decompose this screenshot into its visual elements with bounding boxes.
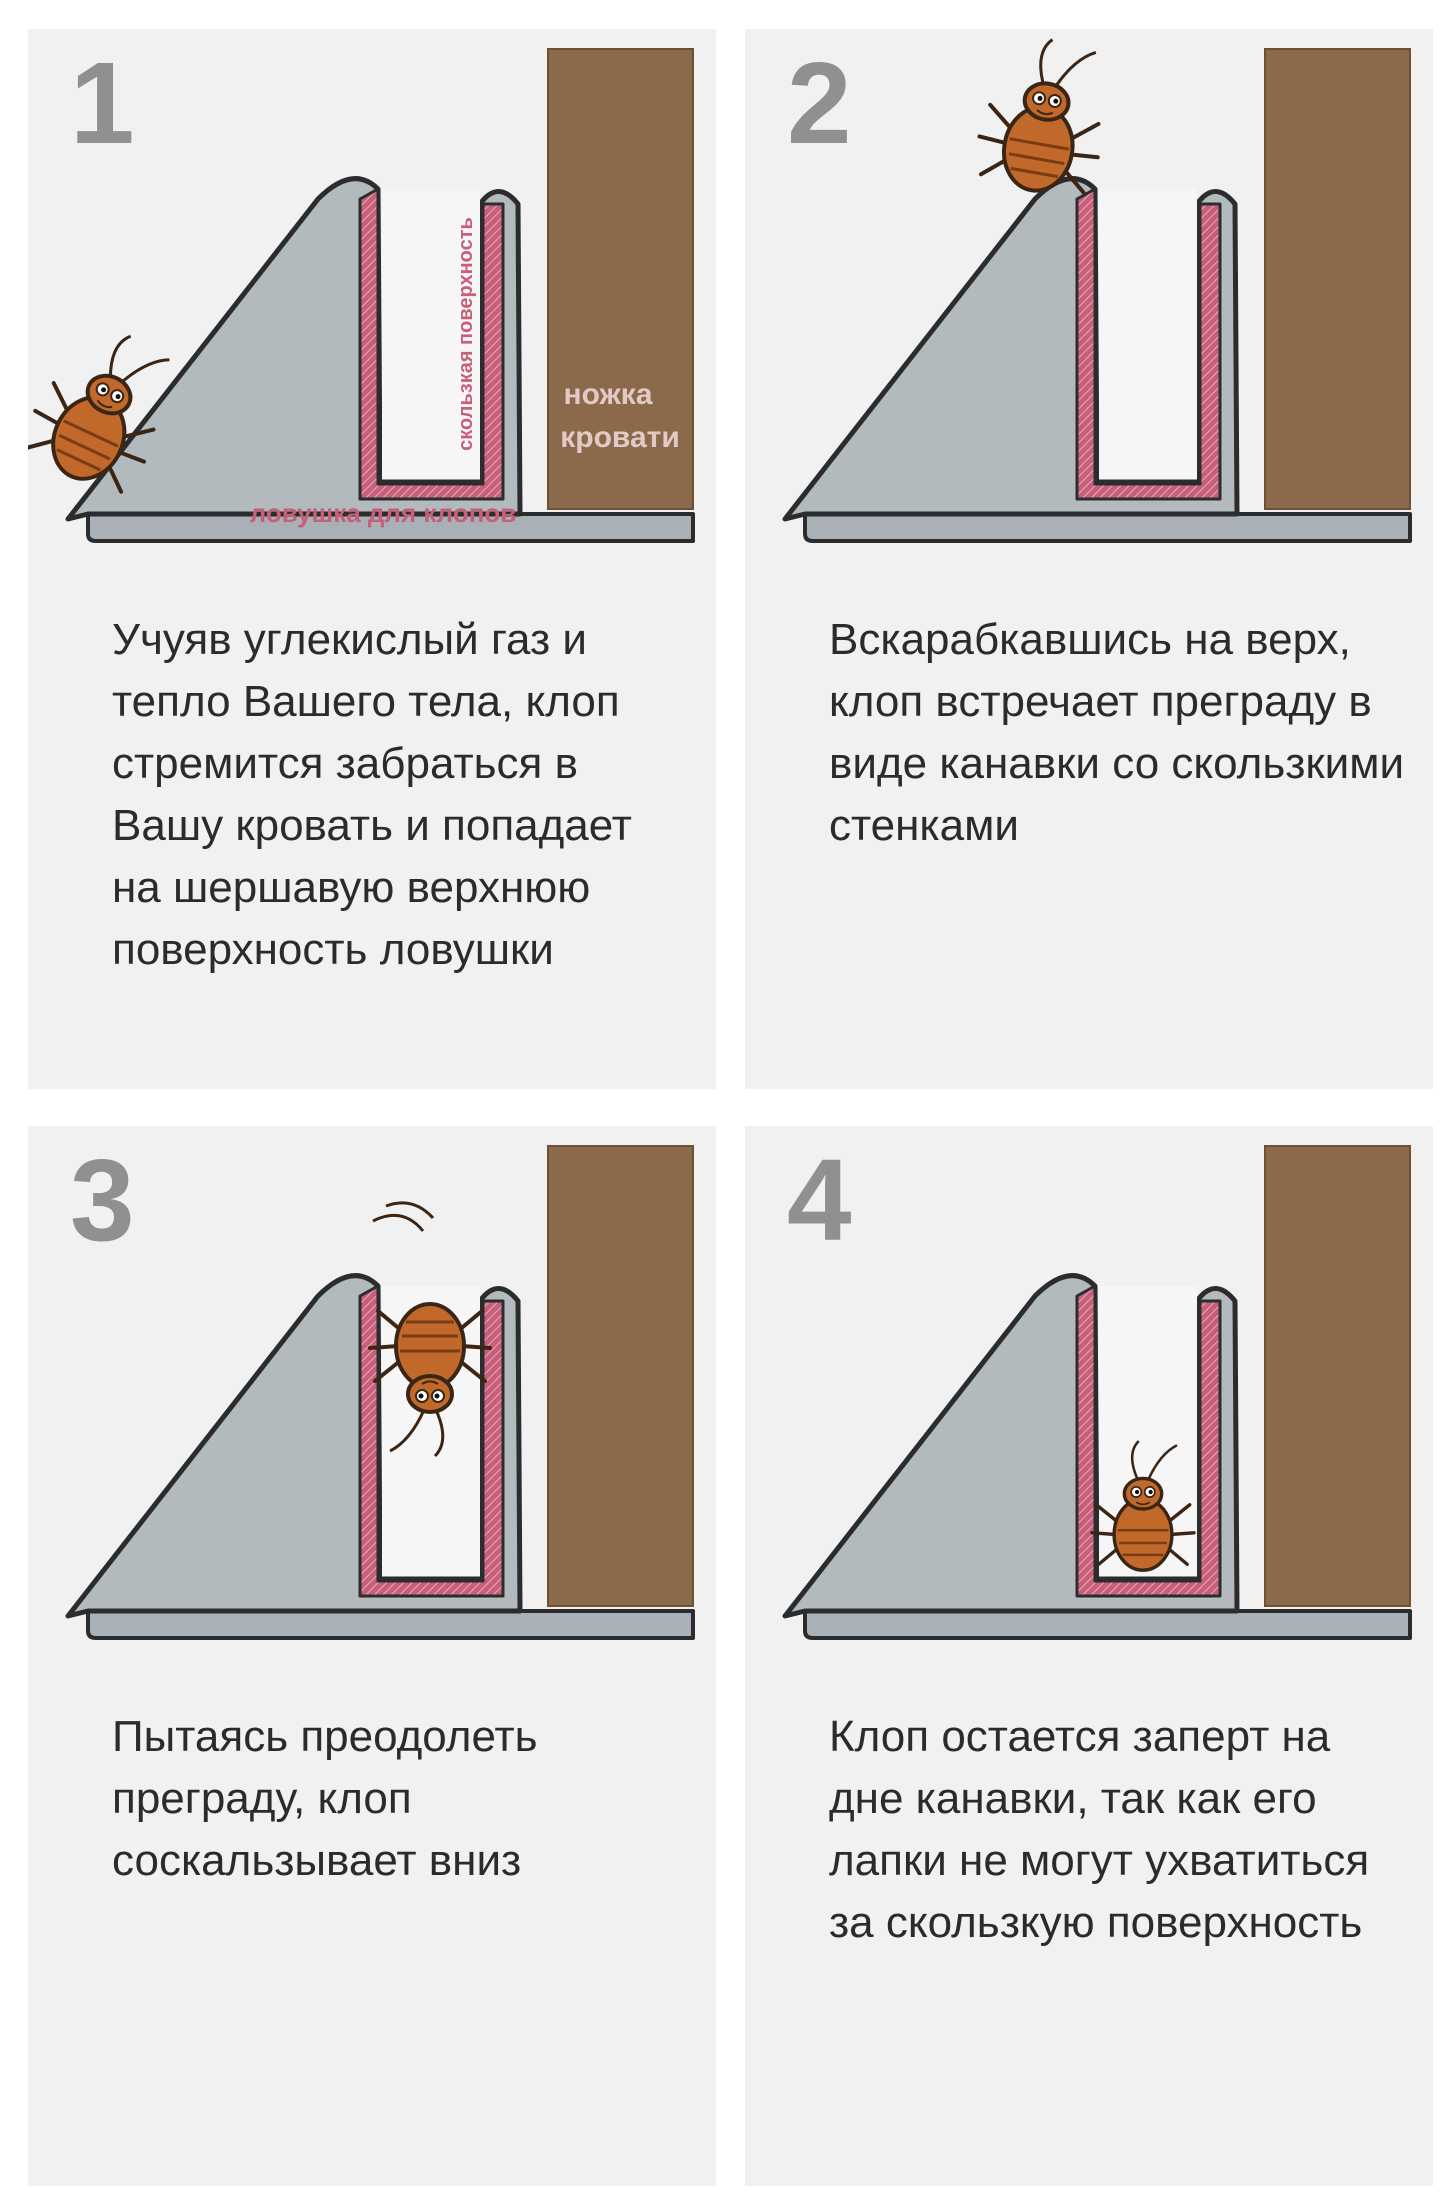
step-card-1: ножка кровати ловушка для клопов скользк…: [28, 29, 716, 1089]
bed-leg-label-line2: кровати: [560, 421, 680, 454]
step-number: 4: [787, 1135, 852, 1265]
trap-illustration-3: [28, 1126, 716, 1686]
step-card-3: 3 Пытаясь преодолеть преграду, клоп соск…: [28, 1126, 716, 2186]
trap-label: ловушка для клопов: [250, 498, 517, 528]
step-caption: Вскарабкавшись на верх, клоп встречает п…: [829, 615, 1405, 850]
step-caption: Учуяв углекислый газ и тепло Вашего тела…: [112, 615, 632, 974]
step-caption: Клоп остается заперт на дне канавки, так…: [829, 1712, 1370, 1947]
slippery-surface-label: скользкая поверхность: [455, 217, 477, 451]
step-number: 2: [787, 38, 852, 168]
step-caption: Пытаясь преодолеть преграду, клоп соскал…: [112, 1712, 538, 1885]
step-number: 1: [70, 38, 135, 168]
bed-leg-label-line1: ножка: [563, 378, 652, 411]
step-number: 3: [70, 1135, 135, 1265]
trap-illustration-1: ножка кровати ловушка для клопов скользк…: [28, 29, 716, 589]
step-card-2: 2 Вскарабкавшись на верх, клоп встречает…: [745, 29, 1433, 1089]
motion-lines-icon: [372, 1201, 435, 1232]
bedbug-icon: [969, 29, 1119, 203]
step-card-4: 4 Клоп остается заперт на дне канавки, т…: [745, 1126, 1433, 2186]
